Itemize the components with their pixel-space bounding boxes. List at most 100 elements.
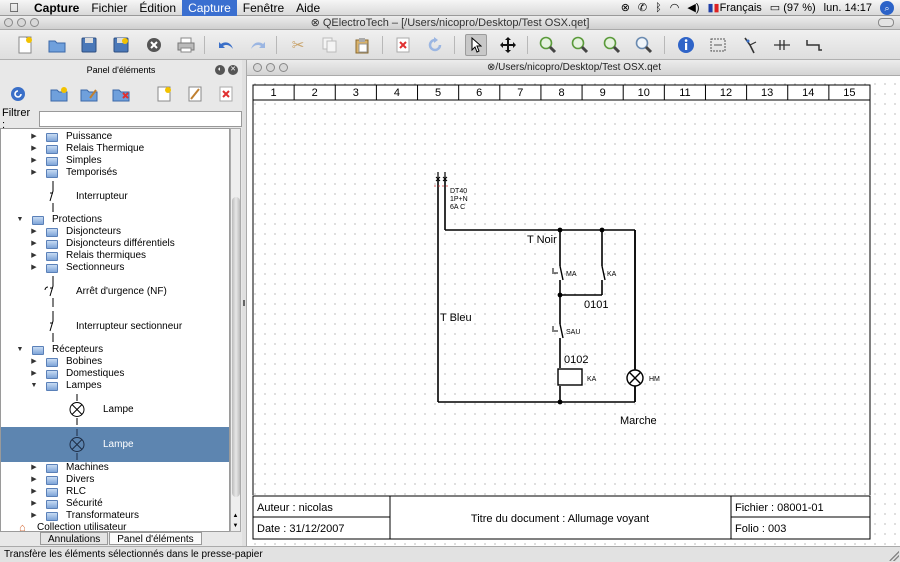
conductor-icon[interactable] (707, 34, 729, 56)
edit-category-icon[interactable] (80, 86, 98, 104)
expand-right-icon[interactable]: ▶ (31, 169, 37, 176)
move-icon[interactable] (497, 34, 519, 56)
new-element-icon[interactable] (155, 86, 173, 104)
expand-down-icon[interactable]: ▼ (16, 346, 24, 353)
zoom-document-button[interactable] (279, 63, 288, 72)
tree-folder-row[interactable]: ▼Récepteurs (1, 344, 229, 356)
expand-right-icon[interactable]: ▶ (31, 157, 37, 164)
tab-panel-elements[interactable]: Panel d'éléments (109, 532, 202, 545)
open-folder-icon[interactable] (46, 34, 68, 56)
apple-menu-icon[interactable]:  (0, 0, 28, 15)
save-as-icon[interactable] (110, 34, 132, 56)
tree-folder-row[interactable]: ▶Transformateurs (1, 510, 229, 522)
menu-capture[interactable]: Capture (182, 0, 237, 16)
new-category-icon[interactable] (50, 86, 68, 104)
zoom-out-icon[interactable] (569, 34, 591, 56)
print-icon[interactable] (175, 34, 197, 56)
scrollbar-thumb[interactable] (232, 197, 240, 497)
elements-tree[interactable]: ▶Puissance▶Relais Thermique▶Simples▶Temp… (0, 128, 230, 532)
tree-element-row[interactable]: Lampe (1, 427, 229, 462)
tree-folder-row[interactable]: ▼Lampes (1, 380, 229, 392)
new-document-icon[interactable] (14, 34, 36, 56)
expand-right-icon[interactable]: ▶ (31, 512, 37, 519)
battery-status[interactable]: ▭ (97 %) (770, 1, 816, 14)
tree-root-row[interactable]: ⌂Collection utilisateur (1, 522, 229, 531)
menu-aide[interactable]: Aide (296, 0, 321, 15)
expand-right-icon[interactable]: ▶ (31, 488, 37, 495)
delete-icon[interactable] (392, 34, 414, 56)
expand-right-icon[interactable]: ▶ (31, 476, 37, 483)
expand-down-icon[interactable]: ▼ (16, 216, 24, 223)
tree-scrollbar[interactable]: ▲▼ (230, 128, 241, 532)
info-icon[interactable] (675, 34, 697, 56)
add-text-icon[interactable] (739, 34, 761, 56)
tree-element-row[interactable]: Lampe (1, 392, 229, 427)
zoom-window-button[interactable] (30, 18, 39, 27)
delete-element-icon[interactable] (217, 86, 235, 104)
redo-icon[interactable] (247, 34, 269, 56)
phone-icon[interactable]: ✆ (637, 2, 648, 14)
tree-folder-row[interactable]: ▼Protections (1, 214, 229, 226)
expand-right-icon[interactable]: ▶ (31, 228, 37, 235)
menu-fenetre[interactable]: Fenêtre (242, 0, 285, 15)
copy-icon[interactable] (319, 34, 341, 56)
add-column-icon[interactable] (771, 34, 793, 56)
tree-folder-row[interactable]: ▶Simples (1, 155, 229, 167)
cut-icon[interactable]: ✂ (291, 37, 305, 54)
tree-folder-row[interactable]: ▶Relais Thermique (1, 143, 229, 155)
minimize-window-button[interactable] (17, 18, 26, 27)
expand-right-icon[interactable]: ▶ (31, 133, 37, 140)
tree-folder-row[interactable]: ▶Disjoncteurs (1, 226, 229, 238)
tree-element-row[interactable]: Arrêt d'urgence (NF) (1, 274, 229, 309)
expand-right-icon[interactable]: ▶ (31, 264, 37, 271)
undo-icon[interactable] (215, 34, 237, 56)
expand-right-icon[interactable]: ▶ (31, 145, 37, 152)
close-document-button[interactable] (253, 63, 262, 72)
tab-annulations[interactable]: Annulations (40, 532, 109, 545)
scroll-arrows[interactable]: ▲▼ (232, 513, 239, 529)
tree-folder-row[interactable]: ▶Sectionneurs (1, 262, 229, 274)
expand-right-icon[interactable]: ▶ (31, 240, 37, 247)
volume-icon[interactable]: ◀) (687, 2, 700, 14)
zoom-reset-icon[interactable] (633, 34, 655, 56)
panel-float-icon[interactable]: ◐ (215, 65, 225, 75)
minimize-document-button[interactable] (266, 63, 275, 72)
expand-right-icon[interactable]: ▶ (31, 464, 37, 471)
select-arrow-icon[interactable] (465, 34, 487, 56)
tree-folder-row[interactable]: ▶Divers (1, 474, 229, 486)
expand-right-icon[interactable]: ▶ (31, 500, 37, 507)
tree-folder-row[interactable]: ▶Puissance (1, 131, 229, 143)
expand-right-icon[interactable]: ▶ (31, 370, 37, 377)
tree-folder-row[interactable]: ▶Relais thermiques (1, 250, 229, 262)
menu-edition[interactable]: Édition (139, 0, 177, 15)
zoom-fit-icon[interactable] (601, 34, 623, 56)
paste-icon[interactable] (351, 34, 373, 56)
tree-element-row[interactable]: Interrupteur sectionneur (1, 309, 229, 344)
toolbar-toggle-button[interactable] (878, 18, 894, 27)
tree-folder-row[interactable]: ▶Temporisés (1, 167, 229, 179)
panel-close-icon[interactable]: ✕ (228, 65, 238, 75)
filter-input[interactable] (38, 111, 242, 127)
tree-folder-row[interactable]: ▶Domestiques (1, 368, 229, 380)
save-icon[interactable] (78, 34, 100, 56)
tree-folder-row[interactable]: ▶Sécurité (1, 498, 229, 510)
spotlight-icon[interactable]: ⌕ (880, 0, 894, 15)
menu-app-capture[interactable]: Capture (34, 0, 80, 15)
tree-element-row[interactable]: Interrupteur (1, 179, 229, 214)
add-row-icon[interactable] (803, 34, 825, 56)
expand-down-icon[interactable]: ▼ (30, 382, 38, 389)
zoom-in-icon[interactable] (537, 34, 559, 56)
sync-icon[interactable]: ⊗ (620, 2, 630, 14)
menu-fichier[interactable]: Fichier (91, 0, 128, 15)
reload-icon[interactable] (9, 86, 27, 104)
tree-folder-row[interactable]: ▶Machines (1, 462, 229, 474)
delete-category-icon[interactable] (112, 86, 130, 104)
expand-right-icon[interactable]: ▶ (31, 358, 37, 365)
tree-folder-row[interactable]: ▶RLC (1, 486, 229, 498)
tree-folder-row[interactable]: ▶Disjoncteurs différentiels (1, 238, 229, 250)
wifi-icon[interactable]: ◠ (669, 2, 680, 14)
tree-folder-row[interactable]: ▶Bobines (1, 356, 229, 368)
bluetooth-icon[interactable]: ᛒ (655, 1, 662, 14)
rotate-icon[interactable] (424, 34, 446, 56)
